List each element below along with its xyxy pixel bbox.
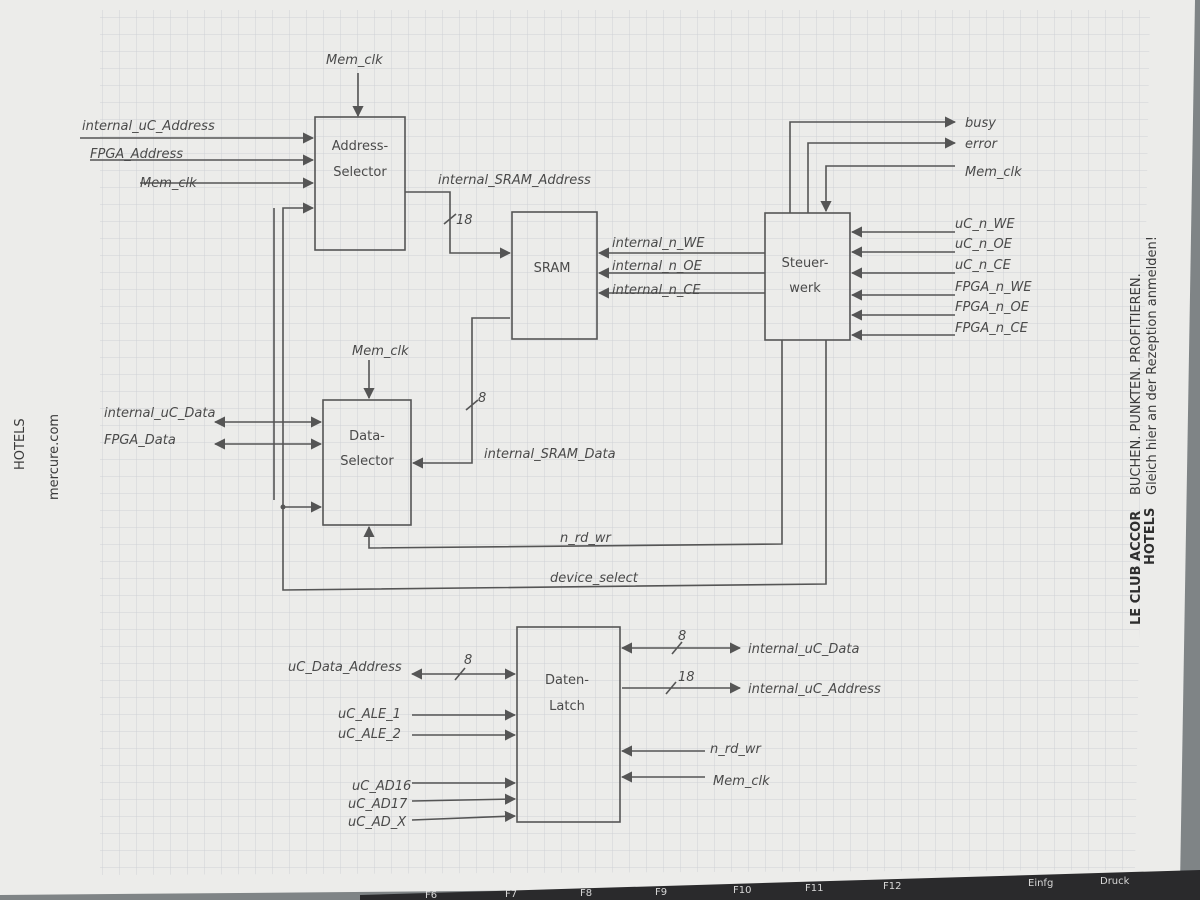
n-rd-wr-wire <box>363 340 783 549</box>
device-select-label: device_select <box>550 571 639 586</box>
key-druck: Druck <box>1100 876 1130 887</box>
uc-ale-2-label: uC_ALE_2 <box>338 727 401 742</box>
daten-latch-label-1: Daten- <box>545 673 589 688</box>
fpga-data-label: FPGA_Data <box>104 433 176 448</box>
n-rd-wr-latch-label: n_rd_wr <box>710 742 762 757</box>
error-wire <box>807 137 957 213</box>
brand-hotels-text: HOTELS <box>13 418 28 470</box>
mem-clk-steuer-label: Mem_clk <box>965 165 1022 180</box>
key-f12: F12 <box>883 881 901 892</box>
key-einfg: Einfg <box>1028 878 1053 889</box>
promo-line-1: BUCHEN. PUNKTEN. PROFITIEREN. <box>1129 273 1144 495</box>
data-selector-label-1: Data- <box>349 429 385 444</box>
key-f10: F10 <box>733 885 751 896</box>
latch-in-width-label: 8 <box>464 653 472 668</box>
mem-clk-addr-label: Mem_clk <box>140 176 197 191</box>
fpga-n-we-label: FPGA_n_WE <box>955 280 1032 295</box>
busy-wire <box>789 116 957 213</box>
uc-ad16-label: uC_AD16 <box>352 779 411 794</box>
internal-n-we-label: internal_n_WE <box>612 236 705 251</box>
keyboard-strip: F6 F7 F8 F9 F10 F11 F12 Einfg Druck <box>360 870 1200 900</box>
device-select-wire <box>282 202 827 591</box>
uc-ad17-label: uC_AD17 <box>348 797 408 812</box>
accor-branding: LE CLUB ACCOR HOTELS BUCHEN. PUNKTEN. PR… <box>1129 236 1160 625</box>
latch-addr-width-label: 18 <box>678 670 695 685</box>
club-accor-text: LE CLUB ACCOR <box>1129 511 1144 625</box>
uc-ale-1-label: uC_ALE_1 <box>338 707 401 722</box>
mem-clk-steuer-wire <box>820 165 955 213</box>
sram-block <box>511 211 598 340</box>
internal-sram-data-label: internal_SRAM_Data <box>484 447 616 462</box>
internal-uc-address-out-label: internal_uC_Address <box>748 682 881 697</box>
mem-clk-data-label: Mem_clk <box>352 344 409 359</box>
address-selector-label-1: Address- <box>332 139 389 154</box>
fpga-n-oe-label: FPGA_n_OE <box>955 300 1030 315</box>
daten-latch-label-2: Latch <box>549 699 585 714</box>
mercure-branding: HOTELS mercure.com <box>13 414 62 500</box>
busy-label: busy <box>965 116 996 131</box>
promo-line-2: Gleich hier an der Rezeption anmelden! <box>1145 236 1160 495</box>
uc-n-we-label: uC_n_WE <box>955 217 1015 232</box>
key-f9: F9 <box>655 887 667 898</box>
uc-ad-x-wire <box>411 810 517 822</box>
addr-width-label: 18 <box>456 213 473 228</box>
data-selector-block <box>322 399 412 526</box>
grid-area <box>100 10 1150 875</box>
n-rd-wr-label: n_rd_wr <box>560 531 612 546</box>
uc-n-oe-label: uC_n_OE <box>955 237 1013 252</box>
device-select-junction <box>280 504 286 510</box>
uc-ad17-wire <box>411 793 517 805</box>
brand-site-text: mercure.com <box>47 414 62 500</box>
steuerwerk-label-2: werk <box>789 281 821 296</box>
data-width-label: 8 <box>478 391 486 406</box>
data-bus-slash <box>465 399 479 411</box>
latch-data-width-label: 8 <box>678 629 686 644</box>
internal-sram-data-wire <box>411 317 510 469</box>
fpga-address-label: FPGA_Address <box>90 147 183 162</box>
uc-data-address-label: uC_Data_Address <box>288 660 402 675</box>
fpga-n-ce-label: FPGA_n_CE <box>955 321 1029 336</box>
key-f8: F8 <box>580 888 592 899</box>
internal-uc-data-in-label: internal_uC_Data <box>104 406 215 421</box>
internal-sram-address-label: internal_SRAM_Address <box>438 173 591 188</box>
internal-sram-address-wire <box>405 191 512 259</box>
internal-uc-data-out-label: internal_uC_Data <box>748 642 859 657</box>
key-f11: F11 <box>805 883 823 894</box>
latch-data-bus-slash <box>671 641 683 655</box>
uc-ad-x-label: uC_AD_X <box>348 815 407 830</box>
mem-clk-top-label: Mem_clk <box>326 53 383 68</box>
mem-clk-latch-label: Mem_clk <box>713 774 770 789</box>
uc-n-ce-label: uC_n_CE <box>955 258 1012 273</box>
error-label: error <box>965 137 999 152</box>
internal-uc-address-in-label: internal_uC_Address <box>82 119 215 134</box>
internal-n-ce-label: internal_n_CE <box>612 283 701 298</box>
address-selector-label-2: Selector <box>333 165 387 180</box>
data-selector-label-2: Selector <box>340 454 394 469</box>
latch-addr-bus-slash <box>665 681 677 695</box>
key-f7: F7 <box>505 889 517 900</box>
internal-n-oe-label: internal_n_OE <box>612 259 703 274</box>
addr-bus-slash <box>443 213 457 225</box>
steuerwerk-label-1: Steuer- <box>782 256 829 271</box>
club-hotels-text: HOTELS <box>1143 508 1158 565</box>
sram-label: SRAM <box>534 261 571 276</box>
daten-latch-block <box>516 626 621 823</box>
latch-in-bus-slash <box>454 667 466 681</box>
key-f6: F6 <box>425 890 437 900</box>
